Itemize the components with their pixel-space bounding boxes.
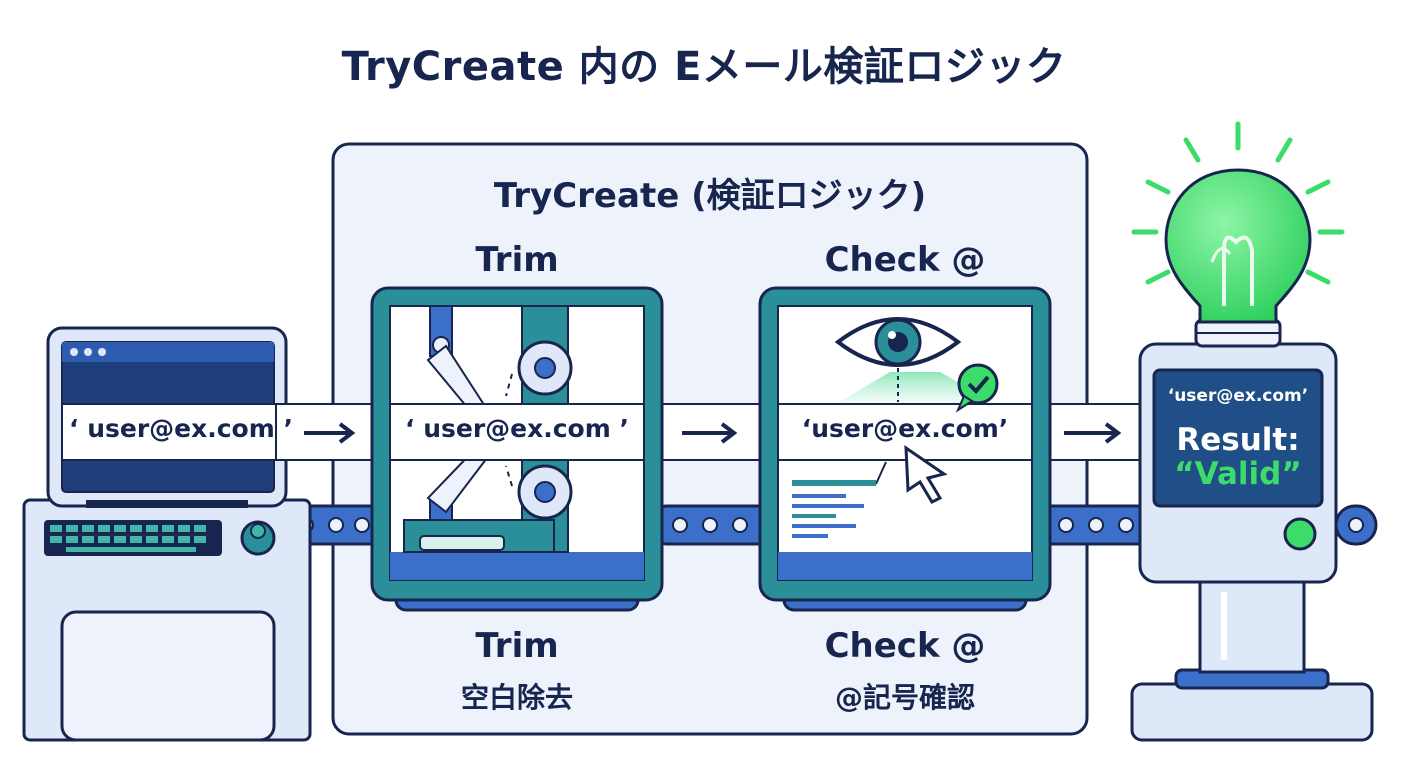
result-station [1130,318,1374,742]
result-email-text: ‘user@ex.com’ [1167,386,1309,406]
input-email-text: ‘ user@ex.com ’ [69,414,293,443]
check-stage-title: Check @ [824,240,986,280]
flow-arrow-2 [682,422,738,444]
trim-stage-description: 空白除去 [460,681,573,714]
flow-arrow-1 [304,422,356,444]
page-title: TryCreate 内の Eメール検証ロジック [341,44,1067,90]
check-email-text: ‘user@ex.com’ [801,414,1009,443]
input-data-strip [61,403,277,461]
trim-email-text: ‘ user@ex.com ’ [405,414,629,443]
eye-icon [834,317,962,367]
trim-machine [370,286,664,612]
flow-arrow-3 [1064,422,1122,444]
trim-stage-caption: Trim [475,626,559,666]
trim-stage-title: Trim [475,240,559,280]
input-terminal [22,326,312,742]
lightbulb-icon [1164,168,1312,324]
light-rays [1131,121,1345,285]
cursor-icon [904,445,948,504]
check-stage-description: @記号確認 [834,681,975,714]
result-value: “Valid” [1174,456,1302,492]
check-bubble-icon [955,363,999,413]
check-stage-caption: Check @ [824,626,986,666]
logic-group-title: TryCreate (検証ロジック) [493,176,927,216]
check-machine [758,286,1052,612]
code-lines [792,480,876,538]
result-label: Result: [1176,422,1300,458]
